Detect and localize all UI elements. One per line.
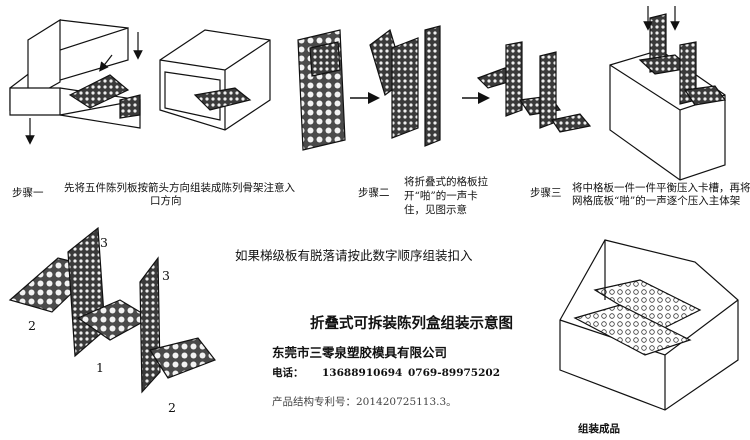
step2-label: 步骤二 [358,187,390,199]
step2-desc-line1: 将折叠式的格板拉 [404,176,488,188]
step-panels-illustration [8,226,216,394]
step1-label: 步骤一 [12,187,44,199]
step2-unfolded-illustration [476,41,592,133]
callout-1: 1 [96,360,104,375]
phone-2: 0769-89975202 [408,367,501,379]
step1-result-illustration [159,29,271,131]
reassembly-instruction: 如果梯级板有脱落请按此数字顺序组装扣入 [235,248,473,263]
callout-2a: 2 [28,318,36,333]
page-title: 折叠式可拆装陈列盒组装示意图 [310,315,513,332]
step1-desc-line2: 口方向 [150,195,182,207]
company-name: 东莞市三零泉塑胶模具有限公司 [272,345,448,360]
step3-desc-line2: 网格底板“啪”的一声逐个压入主体架 [572,195,741,207]
phone-1: 13688910694 [322,367,403,379]
step2-desc-line2: 开“啪”的一声卡 [404,190,478,202]
callout-3b: 3 [162,268,170,283]
callout-2b: 2 [168,400,176,415]
step1-illustration [9,18,143,145]
step2-desc-line3: 住，见图示意 [404,204,467,216]
phone-label: 电话： [272,367,304,379]
step3-label: 步骤三 [530,187,562,199]
step1-desc-line1: 先将五件陈列板按箭头方向组装成陈列骨架注意入 [64,182,295,194]
step3-desc-line1: 将中格板一件一件平衡压入卡槽，再将 [572,182,750,194]
patent-number: 产品结构专利号：201420725113.3。 [272,396,457,408]
callout-3a: 3 [100,235,108,250]
finished-product-illustration [559,239,739,411]
step2-fold-illustration [369,25,441,147]
finished-caption: 组装成品 [578,423,620,435]
step3-illustration [609,6,727,181]
step2-panel-illustration [297,29,346,151]
